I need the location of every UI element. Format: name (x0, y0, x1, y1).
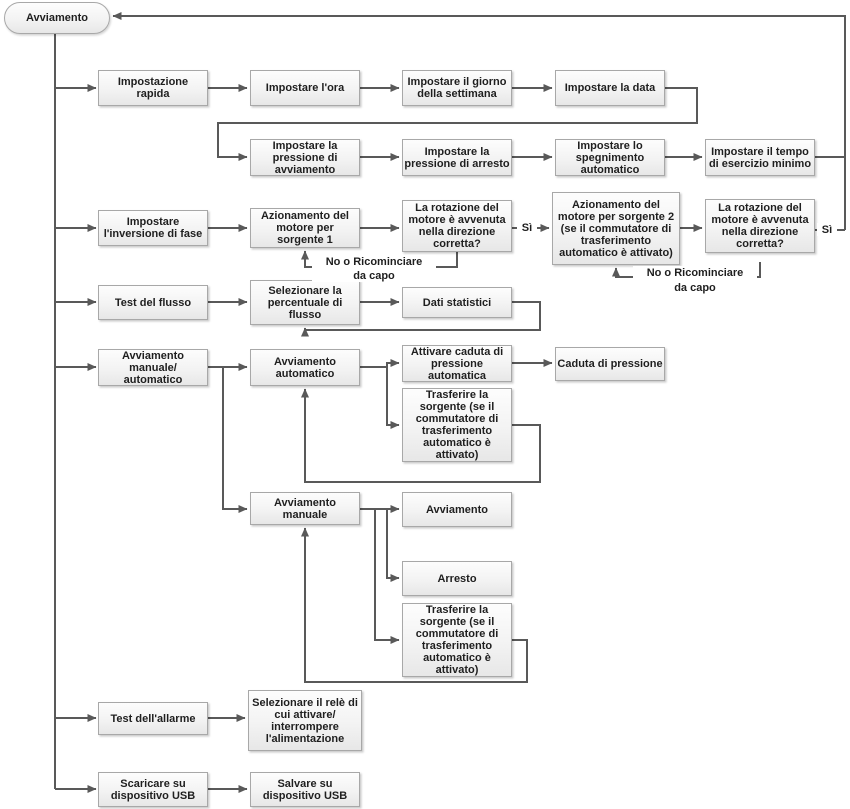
node-start-avviamento: Avviamento (4, 2, 110, 34)
node-azionamento-sorgente-2: Azionamento del motore per sorgente 2 (s… (552, 192, 680, 265)
node-rotazione-corretta-1: La rotazione del motore è avvenuta nella… (402, 200, 512, 252)
node-avviamento-manuale-automatico: Avviamento manuale/ automatico (98, 349, 208, 386)
node-avviamento-cmd: Avviamento (402, 492, 512, 527)
edge-label-si-1: Sì (517, 221, 537, 234)
node-pressione-avviamento: Impostare la pressione di avviamento (250, 139, 360, 176)
node-azionamento-sorgente-1: Azionamento del motore per sorgente 1 (250, 208, 360, 248)
node-test-allarme: Test dell'allarme (98, 702, 208, 735)
node-trasferire-sorgente-manuale: Trasferire la sorgente (se il commutator… (402, 603, 512, 677)
node-salvare-usb: Salvare su dispositivo USB (250, 772, 360, 807)
node-impostare-ora: Impostare l'ora (250, 70, 360, 106)
node-percentuale-flusso: Selezionare la percentuale di flusso (250, 280, 360, 325)
node-trasferire-sorgente-auto: Trasferire la sorgente (se il commutator… (402, 388, 512, 462)
node-attivare-caduta-pressione: Attivare caduta di pressione automatica (402, 345, 512, 382)
node-scaricare-usb: Scaricare su dispositivo USB (98, 772, 208, 807)
edge-label-si-2: Sì (817, 223, 837, 236)
node-rotazione-corretta-2: La rotazione del motore è avvenuta nella… (705, 199, 815, 253)
node-spegnimento-automatico: Impostare lo spegnimento automatico (555, 139, 665, 176)
node-avviamento-automatico: Avviamento automatico (250, 349, 360, 386)
edge-label-no-ricominciare-1: No o Ricominciare (312, 255, 436, 268)
node-tempo-esercizio-minimo: Impostare il tempo di esercizio minimo (705, 139, 815, 176)
node-impostare-data: Impostare la data (555, 70, 665, 106)
connector-lines (54, 12, 846, 793)
edge-label-da-capo-2: da capo (633, 281, 757, 294)
node-dati-statistici: Dati statistici (402, 287, 512, 318)
node-impostare-giorno-settimana: Impostare il giorno della settimana (402, 70, 512, 106)
edge-label-da-capo-1: da capo (312, 269, 436, 282)
node-selezionare-rele: Selezionare il relè di cui attivare/ int… (248, 690, 362, 751)
node-arresto: Arresto (402, 561, 512, 596)
node-test-flusso: Test del flusso (98, 285, 208, 320)
node-caduta-pressione: Caduta di pressione (555, 347, 665, 381)
node-avviamento-manuale: Avviamento manuale (250, 492, 360, 525)
node-inversione-fase: Impostare l'inversione di fase (98, 210, 208, 246)
node-pressione-arresto: Impostare la pressione di arresto (402, 139, 512, 176)
edge-label-no-ricominciare-2: No o Ricominciare (633, 266, 757, 279)
node-impostazione-rapida: Impostazione rapida (98, 70, 208, 106)
